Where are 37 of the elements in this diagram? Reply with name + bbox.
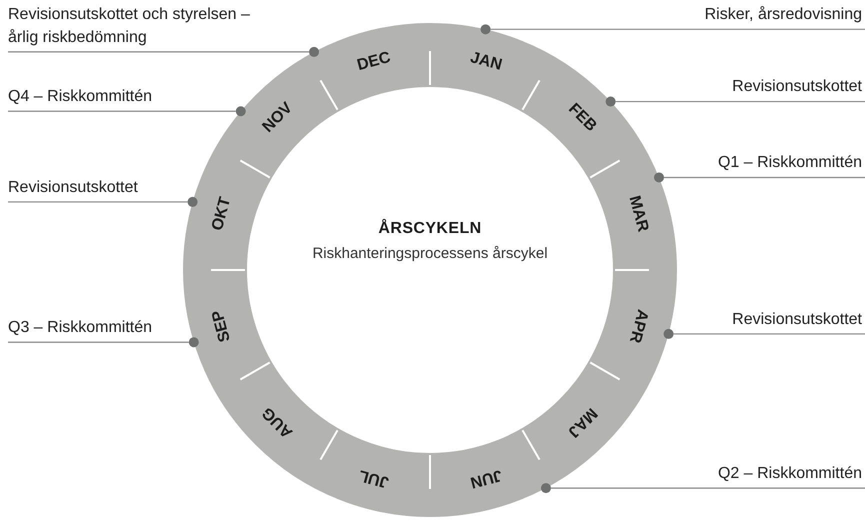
leader-dot <box>188 337 199 348</box>
leader-dot <box>606 96 616 107</box>
leader-dot <box>236 106 246 116</box>
leader-line <box>8 342 189 343</box>
leader-line <box>616 100 865 102</box>
month-label: APR <box>626 307 650 344</box>
month-label: DEC <box>356 50 393 74</box>
annotation-text: Revisionsutskottet och styrelsen – årlig riskbedömning <box>8 4 251 48</box>
annotation-text: Risker, årsredovisning <box>704 5 862 26</box>
month-label: JUN <box>468 466 504 490</box>
leader-dot <box>540 483 551 494</box>
month-label: JAN <box>468 50 504 74</box>
leader-dot <box>188 196 198 207</box>
leader-line <box>550 487 865 489</box>
leader-dot <box>309 46 320 57</box>
leader-line <box>674 333 865 335</box>
month-label: SEP <box>210 308 234 344</box>
leader-line <box>8 201 188 203</box>
month-label: JUL <box>358 466 392 490</box>
leader-line <box>8 51 310 52</box>
leader-line <box>490 28 865 30</box>
annotation-text: Q4 – Riskkommittén <box>8 87 154 108</box>
annotation-text: Q3 – Riskkommittén <box>8 318 154 338</box>
leader-dot <box>480 24 491 34</box>
subtitle: Riskhanteringsprocessens årscykel <box>312 244 548 264</box>
annotation-text: Revisionsutskottet <box>731 310 862 330</box>
leader-line <box>664 176 865 178</box>
diagram-title: ÅRSCYKELN <box>378 218 482 239</box>
annotation-text: Revisionsutskottet <box>731 77 862 98</box>
month-label: MAR <box>625 194 650 234</box>
leader-dot <box>654 172 664 182</box>
annotation-text: Revisionsutskottet <box>8 178 139 198</box>
annotation-text: Q2 – Riskkommittén <box>716 464 862 484</box>
month-label: OKT <box>210 196 234 233</box>
annotation-text: Q1 – Riskkommittén <box>716 153 862 174</box>
leader-line <box>8 110 236 112</box>
leader-dot <box>664 328 674 339</box>
